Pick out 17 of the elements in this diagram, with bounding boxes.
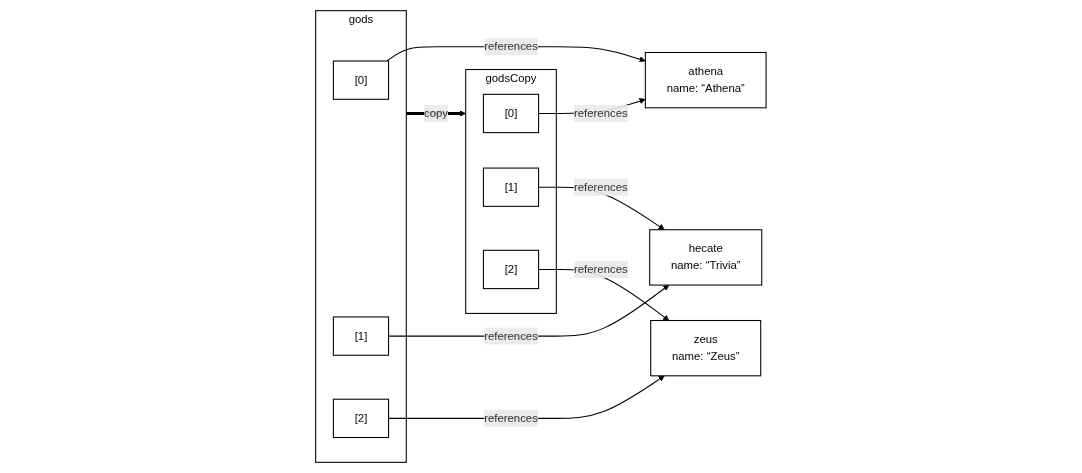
edge-label: references bbox=[484, 40, 538, 53]
node-box: athena name: “Athena” bbox=[644, 51, 767, 109]
edge-label: references bbox=[484, 411, 538, 425]
node-box: hecate name: “Trivia” bbox=[649, 229, 763, 286]
arrow bbox=[406, 110, 467, 117]
edge-label: references bbox=[574, 180, 628, 193]
edge-label: references bbox=[574, 107, 628, 120]
node-box: [0] bbox=[483, 93, 540, 134]
node-box: zeus name: “Zeus” bbox=[650, 320, 762, 377]
node-box: [0] bbox=[333, 60, 390, 100]
node-box: [1] bbox=[483, 167, 540, 207]
node-box: [2] bbox=[483, 249, 540, 290]
edge-label: references bbox=[574, 263, 628, 276]
node-box: [2] bbox=[333, 398, 390, 439]
edge-label: copy bbox=[424, 107, 449, 120]
node-box: [1] bbox=[333, 316, 390, 356]
edge-label: references bbox=[484, 329, 538, 342]
